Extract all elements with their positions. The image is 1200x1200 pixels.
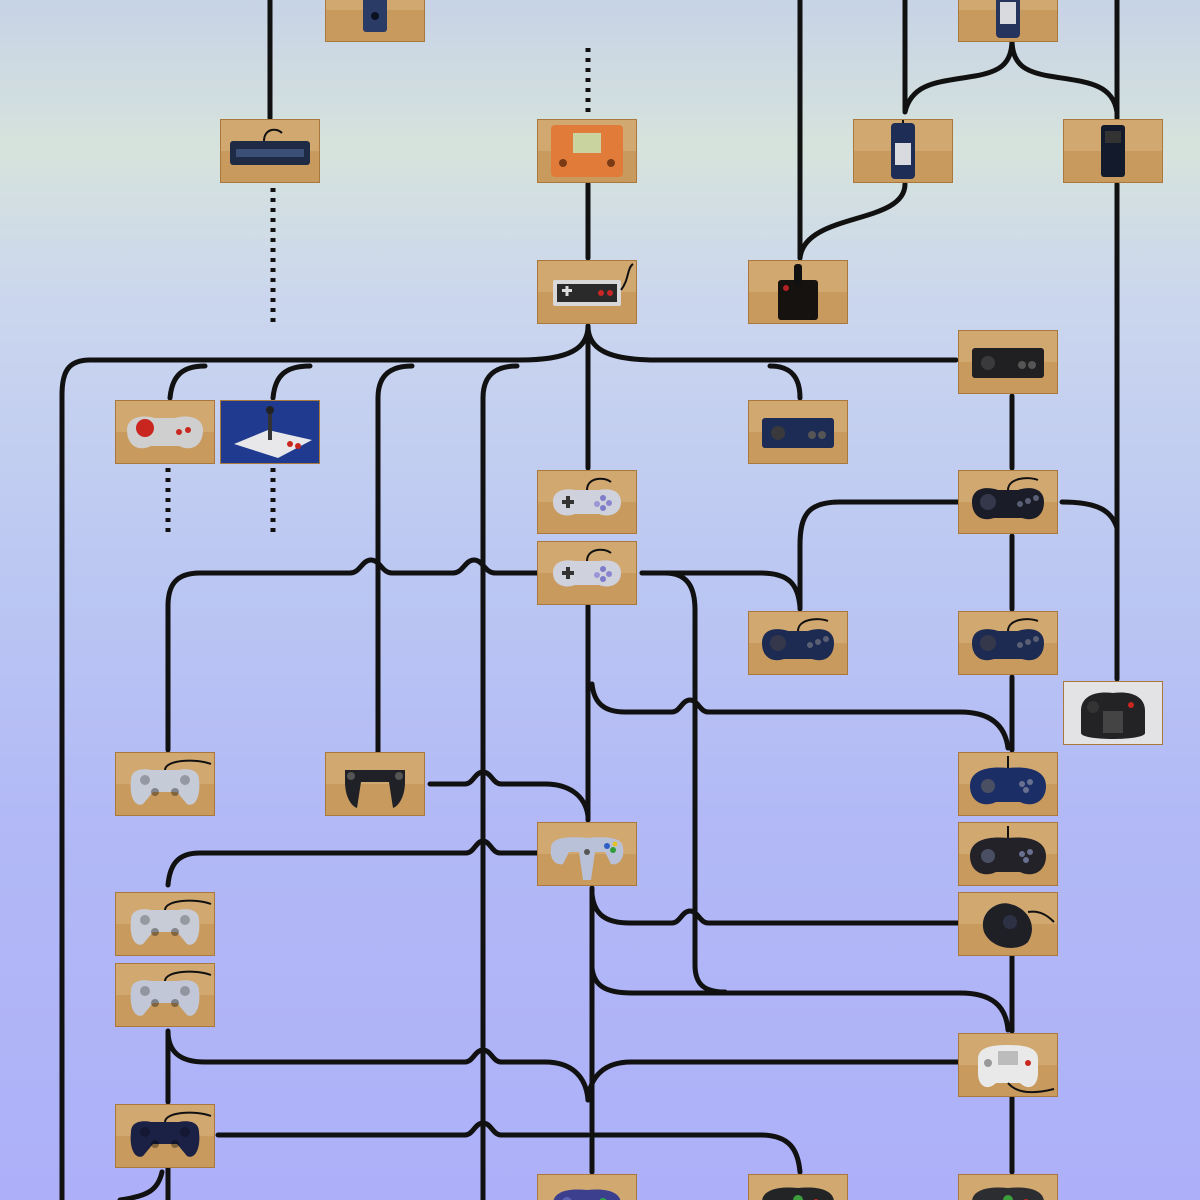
- connector-line: [589, 891, 961, 926]
- connector-line: [427, 769, 591, 819]
- controller-atari-paddle-top: [325, 0, 425, 42]
- connector-line: [767, 363, 803, 401]
- controller-photo: [325, 752, 425, 808]
- controller-gamecube-pad: [537, 1174, 637, 1200]
- controller-xbox-pad: [748, 1174, 848, 1200]
- controller-photo: [220, 400, 320, 464]
- controller-dreamcast-pad: [958, 1033, 1058, 1097]
- controller-photo: [958, 611, 1058, 661]
- controller-sega-master-pad: [958, 330, 1058, 394]
- controller-tiles: [115, 0, 1163, 1200]
- controller-snes-pad-jp: [537, 470, 637, 534]
- connector-line: [165, 557, 541, 753]
- connector-line: [639, 570, 803, 610]
- controller-photo: [537, 1174, 637, 1200]
- controller-dualshock-black: [115, 1104, 215, 1168]
- controller-genesis-6btn: [958, 611, 1058, 675]
- controller-photo: [958, 752, 1058, 805]
- connector-line: [480, 363, 520, 1200]
- connector-line: [585, 1059, 961, 1103]
- controller-photo: [748, 400, 848, 448]
- controller-intellivision-top: [958, 0, 1058, 42]
- controller-photo: [115, 892, 215, 945]
- controller-handheld-orange: [537, 119, 637, 183]
- controller-playstation-pad: [115, 752, 215, 816]
- controller-photo: [748, 1174, 848, 1200]
- controller-photo: [115, 752, 215, 805]
- controller-photo: [958, 330, 1058, 378]
- controller-dualshock: [115, 892, 215, 956]
- controller-photo: [853, 119, 953, 179]
- connector-line: [639, 570, 728, 995]
- controller-photo: [537, 470, 637, 516]
- connector-line: [167, 363, 208, 401]
- controller-photo: [958, 822, 1058, 875]
- controller-intellivision-pad: [1063, 119, 1163, 183]
- connector-line: [215, 1120, 591, 1138]
- controller-photo: [958, 892, 1058, 948]
- controller-photo: [748, 260, 848, 320]
- controller-saturn-3d-pad: [958, 822, 1058, 886]
- connector-line: [270, 363, 313, 401]
- connector-line: [589, 965, 1011, 1033]
- controller-photo: [958, 470, 1058, 520]
- connector-line: [589, 681, 1011, 751]
- controller-atari-7800-pad: [748, 400, 848, 464]
- controller-atari-2600-joystick: [748, 260, 848, 324]
- controller-photo: [537, 541, 637, 587]
- controller-photo: [748, 611, 848, 661]
- controller-saturn-pad: [958, 752, 1058, 816]
- controller-nes-pad: [537, 260, 637, 324]
- controller-photo: [1063, 681, 1163, 745]
- connector-line: [165, 1028, 591, 1103]
- controller-photo: [115, 963, 215, 1016]
- tile-background: [325, 752, 425, 816]
- controller-photo: [958, 1033, 1058, 1094]
- connector-line: [585, 323, 959, 363]
- controller-nes-advantage-max: [115, 400, 215, 464]
- connector-line: [1009, 37, 1120, 115]
- controller-sega-mouse-pad: [958, 892, 1058, 956]
- controller-photo: [325, 0, 425, 32]
- controller-turbografx-pad: [748, 611, 848, 675]
- connector-line: [797, 499, 961, 612]
- controller-photo: [115, 400, 215, 449]
- controller-virtual-boy-pad: [325, 752, 425, 816]
- controller-genesis-3btn: [958, 470, 1058, 534]
- controller-nes-arcade-stick: [220, 400, 320, 464]
- connector-line: [589, 1132, 803, 1175]
- controller-snes-pad-us: [537, 541, 637, 605]
- connector-line: [117, 1169, 165, 1200]
- controller-photo: [115, 1104, 215, 1157]
- controller-photo: [537, 260, 637, 306]
- controller-jaguar-pad: [1063, 681, 1163, 745]
- connector-lines: [59, 0, 1120, 1200]
- controller-photo: [958, 0, 1058, 38]
- controller-xbox-s-pad: [958, 1174, 1058, 1200]
- connector-line: [1059, 499, 1120, 531]
- controller-dualshock-2: [115, 963, 215, 1027]
- connector-line: [902, 37, 1015, 115]
- connector-line: [375, 363, 415, 755]
- controller-photo: [537, 119, 637, 177]
- controller-n64-pad: [537, 822, 637, 886]
- controller-photo: [537, 822, 637, 880]
- connector-line: [797, 181, 908, 261]
- controller-photo: [220, 119, 320, 165]
- connector-line: [59, 323, 591, 1200]
- controller-photo: [958, 1174, 1058, 1200]
- controller-magnavox-keyboard: [220, 119, 320, 183]
- connector-line: [165, 838, 541, 888]
- controller-photo: [1063, 119, 1163, 177]
- controller-colecovision-pad: [853, 119, 953, 183]
